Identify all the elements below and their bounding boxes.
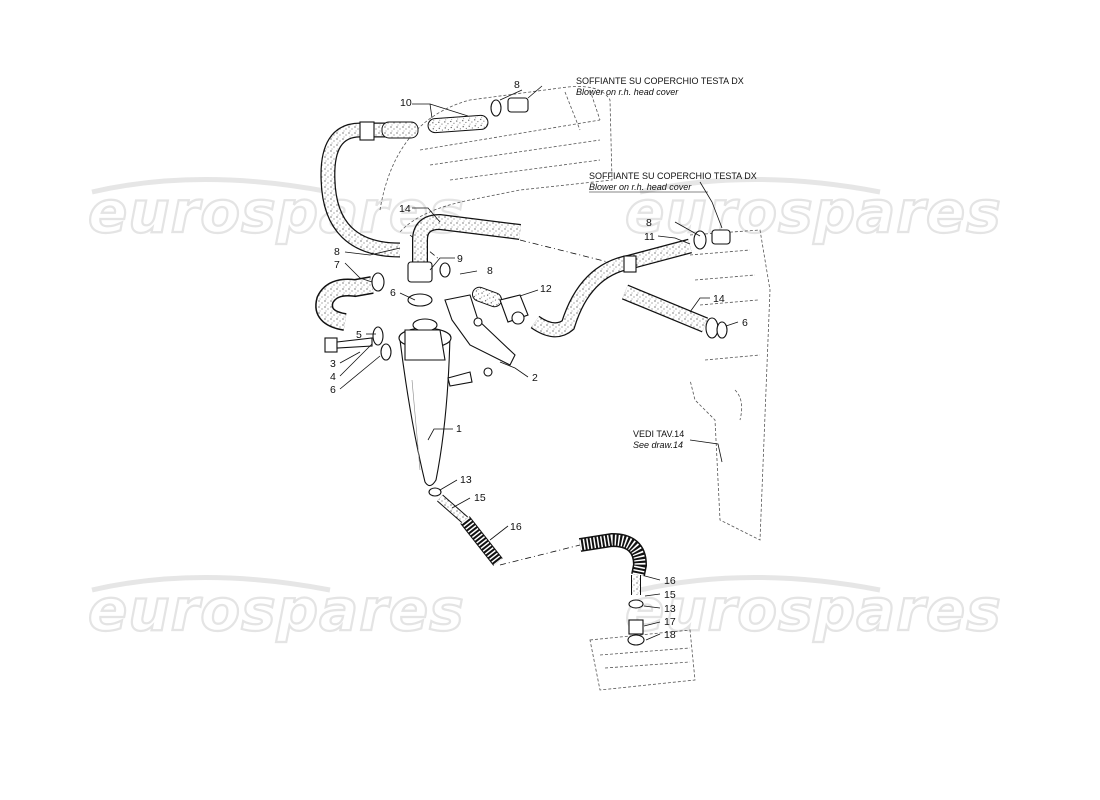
watermark-swoosh [639, 575, 881, 593]
drain-hose-left [428, 487, 503, 566]
callout-8: 8 [334, 246, 340, 258]
callout-14: 14 [399, 203, 411, 215]
fitting-12 [499, 294, 529, 325]
note-blower-top-en: Blower on r.h. head cover [576, 87, 679, 97]
callout-10: 10 [400, 97, 412, 109]
callout-13: 13 [664, 603, 676, 615]
callout-17: 17 [664, 616, 676, 628]
callout-12: 12 [540, 283, 552, 295]
watermark-bottom-right: eurospares [625, 576, 1002, 644]
note-see-draw-en: See draw.14 [633, 440, 683, 450]
bolt-3-assembly [324, 326, 392, 361]
watermark-group: eurospares eurospares eurospares eurospa… [87, 177, 1002, 645]
watermark-bottom-left: eurospares [88, 576, 465, 644]
hose-11 [530, 229, 731, 338]
callout-8: 8 [646, 217, 652, 229]
drain-hose-right [578, 532, 648, 646]
watermark-top-left: eurospares [88, 178, 465, 246]
connection-lines [409, 234, 621, 566]
note-blower-top-it: SOFFIANTE SU COPERCHIO TESTA DX [576, 76, 744, 86]
note-blower-top: SOFFIANTE SU COPERCHIO TESTA DX Blower o… [576, 76, 744, 97]
separator-tank [398, 318, 452, 487]
callout-18: 18 [664, 629, 676, 641]
callout-14: 14 [713, 293, 725, 305]
callout-15: 15 [664, 589, 676, 601]
note-blower-right-en: Blower on r.h. head cover [589, 182, 692, 192]
watermark-swoosh [91, 177, 331, 195]
callout-16: 16 [510, 521, 522, 533]
callout-1: 1 [456, 423, 462, 435]
bracket-2 [444, 294, 516, 387]
hose-10 [320, 114, 489, 258]
callout-9: 9 [457, 253, 463, 265]
callout-4: 4 [330, 371, 336, 383]
engine-head-outline [379, 86, 613, 233]
clamp-8-top [490, 97, 529, 117]
note-see-draw-it: VEDI TAV.14 [633, 429, 684, 439]
hose-7 [315, 272, 385, 331]
hose-14-right [621, 284, 728, 339]
callout-7: 7 [334, 259, 340, 271]
callout-15: 15 [474, 492, 486, 504]
callout-6: 6 [330, 384, 336, 396]
watermark-top-right: eurospares [625, 178, 1002, 246]
callout-6: 6 [742, 317, 748, 329]
note-see-draw: VEDI TAV.14 See draw.14 [633, 429, 684, 450]
callout-3: 3 [330, 358, 336, 370]
callout-13: 13 [460, 474, 472, 486]
watermark-swoosh [91, 575, 331, 593]
callout-2: 2 [532, 372, 538, 384]
watermark-swoosh [639, 177, 881, 195]
callout-8: 8 [514, 79, 520, 91]
callout-11: 11 [644, 231, 655, 243]
leader-lines [339, 85, 739, 641]
callout-6: 6 [390, 287, 396, 299]
callout-labels: 10 8 14 8 9 8 7 6 12 5 3 4 6 2 1 13 15 1… [330, 79, 748, 641]
callout-5: 5 [356, 329, 362, 341]
callout-16: 16 [664, 575, 676, 587]
note-blower-right-it: SOFFIANTE SU COPERCHIO TESTA DX [589, 171, 757, 181]
callout-8: 8 [487, 265, 493, 277]
engine-block-outline [589, 229, 771, 691]
note-blower-right: SOFFIANTE SU COPERCHIO TESTA DX Blower o… [589, 171, 757, 193]
